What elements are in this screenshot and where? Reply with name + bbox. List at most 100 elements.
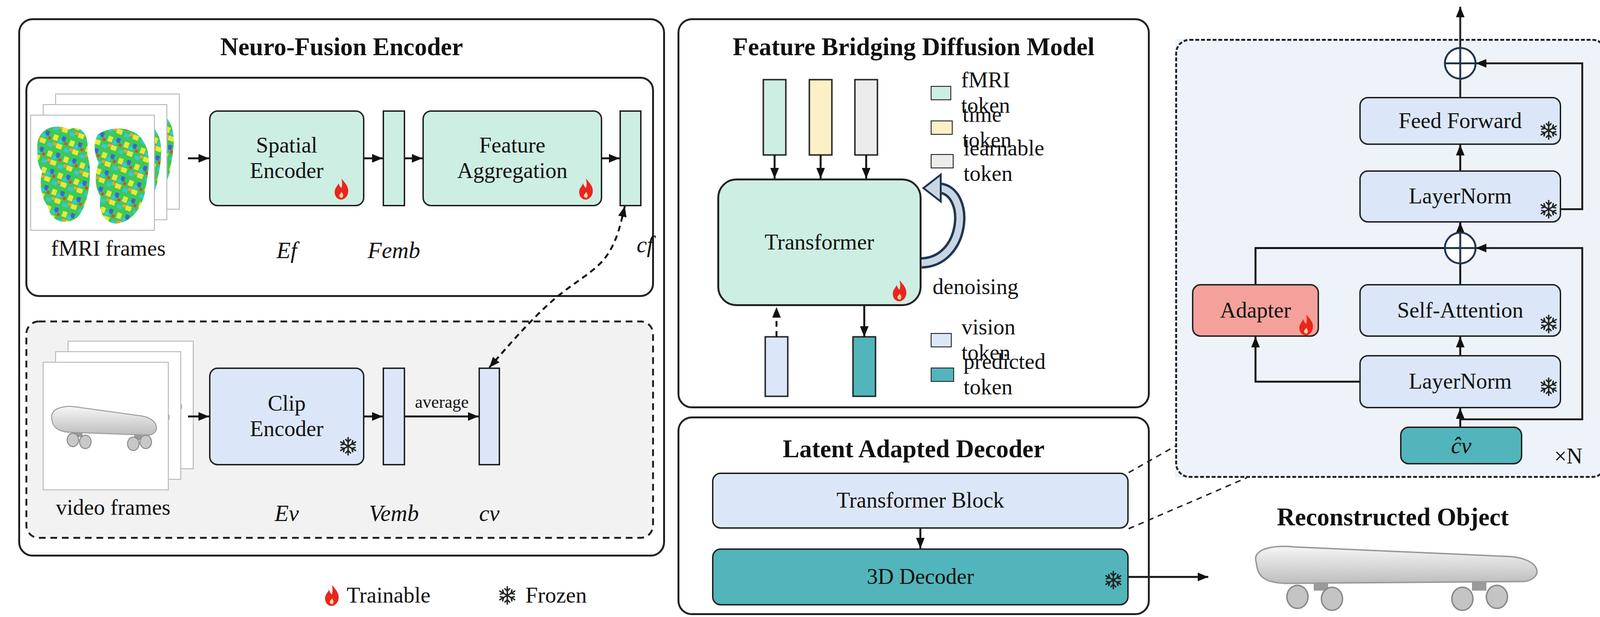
legend-item: Trainable: [346, 580, 431, 610]
detail-panel-text: ×N: [1553, 443, 1583, 469]
token-arrow: [819, 154, 822, 179]
adapter-box-text: Adapter: [1219, 297, 1291, 324]
zoom-line: [1128, 445, 1247, 529]
token-bar: [763, 79, 878, 397]
token-arrow: [863, 305, 866, 337]
skateboard-render: [1321, 586, 1343, 610]
text-frame: Adapter: [1193, 285, 1318, 336]
fmri-frame-stack: [30, 115, 155, 231]
legend-item: predicted token: [930, 360, 1056, 389]
connector: [1255, 222, 1461, 284]
encoder-box-text: Ef: [276, 236, 298, 264]
text-frame: Feature Aggregation: [423, 111, 601, 205]
text-frame: Feed Forward: [1360, 98, 1560, 144]
layer-box-text: LayerNorm: [1408, 368, 1512, 395]
text-frame: fMRI frames: [9, 235, 208, 262]
connector: [364, 415, 383, 418]
legend-item: learnable token: [930, 146, 1055, 176]
connector: [405, 415, 479, 418]
connector: [1459, 408, 1462, 427]
frozen-icon: [340, 121, 1556, 604]
layer-box-text: Self-Attention: [1397, 297, 1524, 324]
frozen-icon: [1541, 200, 1556, 218]
sum-node: [1445, 47, 1476, 79]
edge-label-frame: average: [346, 392, 538, 412]
aggregation-box-text: Feature Aggregation: [443, 132, 583, 184]
text-frame: Spatial Encoder: [210, 111, 363, 205]
token-arrow: [775, 306, 778, 337]
skateboard-render: [1471, 577, 1487, 591]
text-frame: LayerNorm: [1360, 356, 1560, 407]
token-bar: [763, 79, 786, 155]
video-frame-stack: [68, 340, 194, 469]
connector: [1128, 575, 1209, 578]
diffusion-panel: Feature Bridging Diffusion ModelTransfor…: [677, 18, 1150, 409]
layer-box: Feed Forward: [1359, 96, 1562, 145]
encoder-box: Clip EncoderEv: [209, 367, 365, 466]
text-frame: Self-Attention: [1360, 285, 1560, 336]
token-bar: [765, 336, 788, 397]
legend-item: Frozen: [525, 580, 587, 610]
frozen-icon: [1541, 121, 1556, 140]
connector: [187, 157, 210, 160]
detail-panel: ×NFeed ForwardLayerNormAdapterSelf-Atten…: [1175, 38, 1600, 478]
token-bar: cf: [619, 110, 642, 207]
layer-box: LayerNorm: [1359, 170, 1562, 223]
frozen-icon: [1541, 315, 1556, 333]
text-frame: Transformer: [719, 180, 920, 304]
residual-line: [1459, 6, 1462, 97]
encoder-box-text: Spatial Encoder: [233, 132, 340, 184]
connector: [1459, 222, 1462, 284]
video-branch-frame: [26, 321, 654, 538]
video-frames-text: video frames: [56, 494, 171, 521]
legend-swatch: [930, 332, 952, 348]
connector: [1459, 144, 1462, 171]
skateboard-render: [1313, 577, 1329, 591]
connector: [1459, 336, 1462, 355]
video-frame-stack: [55, 351, 181, 479]
trainable-icon: [1299, 314, 1313, 336]
block-box-text: Transformer Block: [836, 487, 1005, 514]
layer-box: LayerNorm: [1359, 354, 1562, 409]
input-token-box-text: ĉv: [1450, 432, 1472, 459]
text-frame: Reconstructed Object: [1208, 502, 1578, 532]
text-frame: Clip Encoder: [210, 368, 363, 464]
input-token-box: ĉv: [1400, 426, 1523, 465]
sum-node: [1445, 232, 1476, 264]
transformer-box-text: Transformer: [764, 229, 875, 256]
token-bar-text: cf: [636, 231, 654, 258]
fmri-frame-stack: [55, 93, 180, 210]
token-bar: [809, 79, 832, 155]
text-frame: ĉv: [1401, 427, 1521, 463]
connector: [489, 206, 626, 368]
token-bar: Vemb: [382, 367, 406, 466]
frozen-icon: [1541, 377, 1556, 396]
skateboard-render: [1451, 586, 1473, 610]
block-box: Transformer Block: [712, 472, 1129, 529]
denoising-loop: [923, 174, 941, 202]
frozen-icon: [499, 586, 515, 604]
video-frames: video frames: [38, 335, 188, 521]
text-frame: Neuro-Fusion Encoder: [20, 32, 664, 62]
legend-swatch: [930, 120, 953, 135]
decoder-panel-text: Latent Adapted Decoder: [782, 434, 1045, 464]
trainable-icon: [892, 280, 907, 302]
adapter-box: Adapter: [1191, 283, 1320, 337]
fmri-frames: fMRI frames: [28, 91, 188, 262]
token-bar-text: Vemb: [369, 499, 420, 526]
encoder-panel: Neuro-Fusion Encoder fMRI frames Spatial E…: [18, 18, 666, 557]
video-frame-stack: [43, 362, 169, 490]
skateboard-render: [1255, 546, 1538, 584]
text-frame: LayerNorm: [1360, 171, 1560, 222]
token-bar-text: cv: [478, 499, 500, 526]
annotation: denoising: [932, 274, 1019, 300]
denoising-loop: [921, 174, 960, 263]
connector: [1255, 336, 1360, 382]
encoder-box-text: Ev: [274, 499, 300, 526]
encoder-box-text: Clip Encoder: [233, 390, 340, 442]
connector: [364, 157, 383, 160]
fmri-frames-text: fMRI frames: [51, 235, 166, 262]
legend-swatch: [930, 367, 955, 382]
skateboard-render: [1286, 584, 1309, 608]
denoising-loop: [921, 187, 960, 263]
